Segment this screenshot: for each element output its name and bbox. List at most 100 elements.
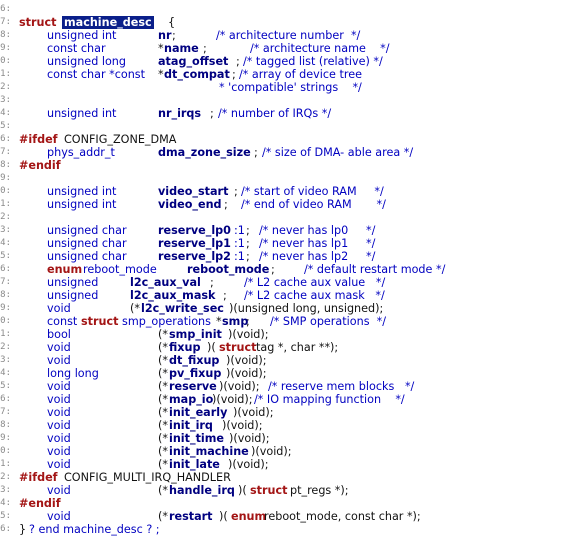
code-line[interactable]: 7:struct machine_desc{ <box>0 16 577 29</box>
code-line[interactable]: 3: <box>0 94 577 107</box>
code-line[interactable]: 9: <box>0 172 577 185</box>
line-number: 8: <box>0 30 11 40</box>
code-comment: /* size of DMA- able area */ <box>262 146 414 159</box>
type-token: unsigned int <box>47 29 117 42</box>
code-line[interactable]: 2: <box>0 211 577 224</box>
code-line[interactable]: 9:void(*init_time)(void); <box>0 432 577 445</box>
fold-marker[interactable]: ? end machine_desc ? ; <box>29 523 160 536</box>
line-number: 6: <box>0 264 11 274</box>
line-number: 3: <box>0 485 11 495</box>
code-line[interactable]: 2:* 'compatible' strings */ <box>0 81 577 94</box>
code-line[interactable]: 8:#endif <box>0 159 577 172</box>
code-comment: /* number of IRQs */ <box>218 107 332 120</box>
code-line[interactable]: 0:void(*init_machine)(void); <box>0 445 577 458</box>
type-token: unsigned <box>47 276 99 289</box>
line-number: 7: <box>0 277 11 287</box>
code-text: )(void); <box>226 354 267 367</box>
code-text: ; <box>210 276 214 289</box>
code-line[interactable]: 5: <box>0 120 577 133</box>
code-comment: /* start of video RAM */ <box>241 185 384 198</box>
line-number: 2: <box>0 82 11 92</box>
code-text: * <box>158 42 164 55</box>
code-comment: /* L2 cache aux value */ <box>244 276 386 289</box>
type-token: unsigned long <box>47 55 126 68</box>
code-text: (* <box>158 367 168 380</box>
code-text: (* <box>158 380 168 393</box>
code-line[interactable]: 8:void(*init_irq)(void); <box>0 419 577 432</box>
field-identifier: reserve_lp1 <box>158 237 231 250</box>
field-identifier: init_machine <box>169 445 249 458</box>
type-token: void <box>47 445 71 458</box>
code-line[interactable]: 6:void(*map_io)(void);/* IO mapping func… <box>0 393 577 406</box>
code-comment: /* SMP operations */ <box>270 315 386 328</box>
field-identifier: nr <box>158 29 172 42</box>
field-identifier: name <box>164 42 199 55</box>
preprocessor-directive: #ifdef <box>19 471 58 484</box>
code-line[interactable]: 4:#endif <box>0 497 577 510</box>
line-number: 1: <box>0 459 11 469</box>
code-text: ; <box>236 55 240 68</box>
code-text: tag *, char **); <box>256 341 339 354</box>
code-text: )(unsigned long, unsigned); <box>229 302 384 315</box>
selected-identifier[interactable]: machine_desc <box>62 16 154 29</box>
type-token: void <box>47 380 71 393</box>
code-line[interactable]: 6: <box>0 3 577 16</box>
code-line[interactable]: 6:}? end machine_desc ? ; <box>0 523 577 536</box>
code-text: * <box>216 315 222 328</box>
field-identifier: reserve <box>169 380 217 393</box>
field-identifier: atag_offset <box>158 55 229 68</box>
field-identifier: restart <box>169 510 213 523</box>
code-comment: /* never has lp2 */ <box>259 250 376 263</box>
code-line[interactable]: 9:void(*l2c_write_sec)(unsigned long, un… <box>0 302 577 315</box>
preprocessor-directive: #endif <box>19 159 61 172</box>
line-number: 7: <box>0 17 11 27</box>
code-text: (* <box>158 510 168 523</box>
code-line[interactable]: 3:void(*dt_fixup)(void); <box>0 354 577 367</box>
code-line[interactable]: 5:void(*reserve)(void);/* reserve mem bl… <box>0 380 577 393</box>
code-text: ; <box>172 29 176 42</box>
code-line[interactable]: 1:const char *const*dt_compat;/* array o… <box>0 68 577 81</box>
code-text: (* <box>158 458 168 471</box>
line-number: 4: <box>0 108 11 118</box>
type-token: const <box>47 315 81 328</box>
code-keyword: enum <box>231 510 267 523</box>
code-text: )(void); <box>251 445 292 458</box>
code-text: CONFIG_ZONE_DMA <box>64 133 177 146</box>
code-line[interactable]: 4:long long(*pv_fixup)(void); <box>0 367 577 380</box>
field-identifier: dma_zone_size <box>158 146 251 159</box>
line-number: 0: <box>0 316 11 326</box>
code-line[interactable]: 9:const char*name;/* architecture name *… <box>0 42 577 55</box>
field-identifier: pv_fixup <box>169 367 222 380</box>
code-keyword: struct <box>219 341 257 354</box>
code-line[interactable]: 7:void(*init_early)(void); <box>0 406 577 419</box>
field-identifier: init_early <box>169 406 228 419</box>
code-line[interactable]: 1:bool(*smp_init)(void); <box>0 328 577 341</box>
type-token: phys_addr_t <box>47 146 115 159</box>
line-number: 5: <box>0 121 11 131</box>
code-line[interactable]: 1:void(*init_late)(void); <box>0 458 577 471</box>
code-text: } <box>19 523 27 536</box>
line-number: 8: <box>0 420 11 430</box>
field-identifier: reboot_mode <box>187 263 270 276</box>
line-number: 1: <box>0 69 11 79</box>
field-identifier: dt_fixup <box>169 354 220 367</box>
